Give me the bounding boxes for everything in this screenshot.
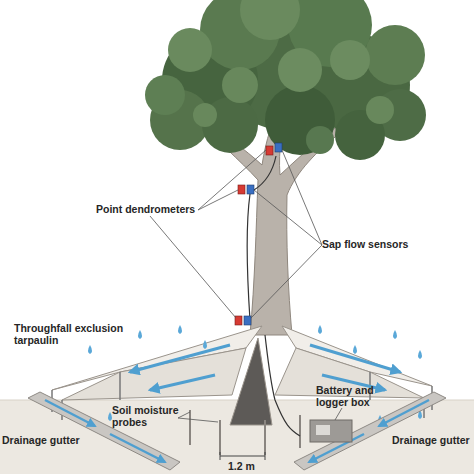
- tree-canopy: [145, 0, 426, 160]
- logger-box: [316, 425, 330, 435]
- tree-canopy: [265, 85, 335, 155]
- runoff-arrow: [130, 345, 400, 390]
- tree-canopy: [145, 75, 185, 115]
- leader-line: [150, 150, 342, 422]
- water-droplet: [88, 345, 92, 354]
- tree-canopy: [240, 0, 300, 40]
- leader-line: [282, 150, 322, 245]
- water-droplet: [318, 325, 322, 334]
- drainage-gutter: [28, 392, 180, 470]
- gutter-flow-arrow: [379, 400, 429, 426]
- water-droplet: [108, 412, 112, 421]
- tarp-pole: [119, 372, 121, 400]
- point-dendrometer: [266, 146, 273, 155]
- point-dendrometer: [238, 185, 245, 194]
- tree-canopy: [366, 96, 394, 124]
- water-droplet: [138, 330, 142, 339]
- sensor-cable: [247, 194, 250, 320]
- callout-label: Drainage gutter: [2, 434, 80, 446]
- tree-canopy: [222, 67, 258, 103]
- callout-label: Battery and logger box: [316, 384, 388, 408]
- tree-canopy: [365, 25, 425, 85]
- water-droplet: [353, 345, 357, 354]
- tree-canopy: [278, 48, 322, 92]
- dimension-line: [220, 452, 265, 460]
- soil-moisture-probe: [189, 410, 191, 445]
- sap-flow-sensor: [275, 143, 282, 152]
- runoff-arrow: [130, 345, 230, 372]
- leader-line: [178, 418, 218, 422]
- leader-line: [198, 190, 238, 210]
- callout-label: Drainage gutter: [392, 434, 470, 446]
- water-droplet: [393, 330, 397, 339]
- callout-label: Sap flow sensors: [322, 238, 408, 250]
- dimension-line: [265, 452, 266, 460]
- sensor-cable: [254, 156, 276, 190]
- tarp-pole: [52, 372, 432, 420]
- runoff-arrow: [150, 375, 215, 390]
- runoff-arrow: [310, 345, 400, 372]
- soil-moisture-probe: [264, 420, 266, 455]
- soil-moisture-probe: [299, 415, 301, 448]
- logger-box: [265, 335, 300, 436]
- leader-line: [254, 190, 322, 245]
- leader-line: [198, 150, 266, 210]
- sap-flow-sensor: [244, 316, 251, 325]
- sap-flow-sensor: [244, 143, 282, 325]
- tarpaulin: [52, 326, 432, 425]
- leader-line: [150, 216, 236, 318]
- callout-label: Throughfall exclusion tarpaulin: [14, 322, 126, 346]
- tarpaulin: [230, 338, 272, 425]
- sensor-cable: [247, 156, 276, 320]
- callout-label: Soil moisture probes: [112, 404, 182, 428]
- gutter-flow-arrow: [110, 434, 165, 462]
- tree-canopy: [193, 103, 217, 127]
- leader-line: [335, 408, 342, 420]
- sap-flow-sensor: [247, 185, 254, 194]
- gutter-flow-arrow: [45, 400, 429, 462]
- water-droplet: [418, 350, 422, 359]
- tree-canopy: [168, 28, 212, 72]
- dimension-line: [220, 456, 265, 457]
- dimension-line: [220, 452, 221, 460]
- soil-moisture-probe: [190, 410, 300, 455]
- logger-box: [310, 420, 352, 442]
- tree-canopy: [306, 126, 334, 154]
- leader-line: [251, 245, 322, 318]
- soil-moisture-probe: [219, 420, 221, 455]
- drainage-gutter: [28, 392, 446, 470]
- gutter-flow-arrow: [45, 400, 95, 426]
- water-droplet: [178, 325, 182, 334]
- tree-canopy: [330, 40, 370, 80]
- point-dendrometer: [235, 316, 242, 325]
- callout-label: Point dendrometers: [96, 203, 195, 215]
- water-droplet: [203, 340, 207, 349]
- dimension-label: 1.2 m: [228, 460, 255, 472]
- leader-line: [178, 412, 190, 418]
- tarpaulin: [62, 348, 246, 400]
